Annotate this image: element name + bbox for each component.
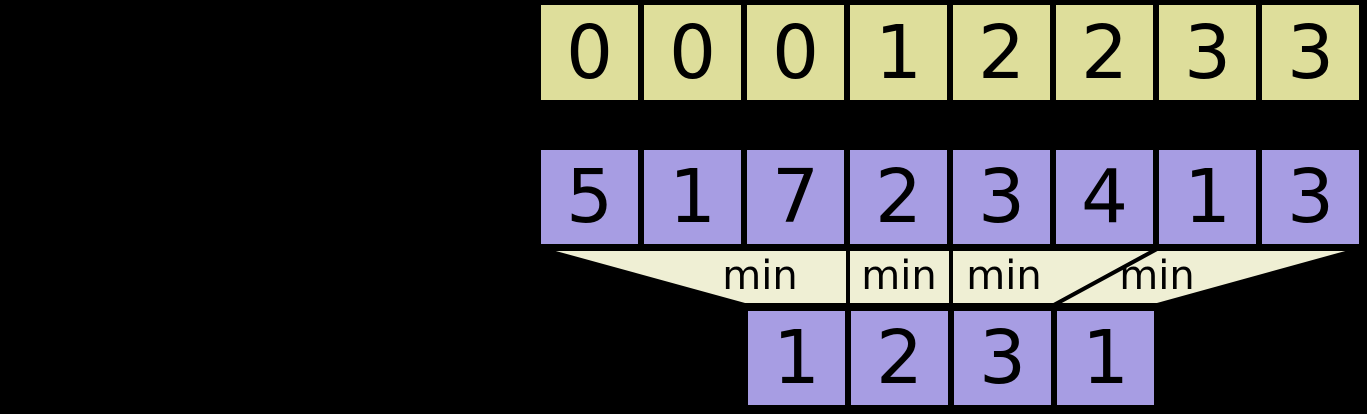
index-cell: 2: [1053, 2, 1156, 103]
index-cell: 3: [1156, 2, 1259, 103]
min-funnel-shape: [540, 247, 850, 307]
min-funnel-label: min: [1119, 253, 1194, 299]
min-funnel-label: min: [861, 253, 936, 299]
value-cell: 5: [538, 147, 641, 247]
min-funnel-band: min min min min: [0, 245, 1367, 309]
result-cell: 1: [745, 308, 848, 408]
min-funnel-label: min: [966, 253, 1041, 299]
result-row: 1 2 3 1: [745, 308, 1157, 408]
result-cell: 1: [1054, 308, 1157, 408]
index-cell: 0: [744, 2, 847, 103]
result-cell: 2: [848, 308, 951, 408]
min-funnel-label: min: [722, 253, 797, 299]
index-cell: 0: [641, 2, 744, 103]
value-cell: 3: [1259, 147, 1362, 247]
value-cell: 7: [744, 147, 847, 247]
value-cell: 2: [847, 147, 950, 247]
value-cell: 1: [641, 147, 744, 247]
index-row: 0 0 0 1 2 2 3 3: [538, 2, 1362, 103]
min-funnel-shape: [1053, 247, 1361, 307]
index-cell: 2: [950, 2, 1053, 103]
index-cell: 1: [847, 2, 950, 103]
index-cell: 0: [538, 2, 641, 103]
value-cell: 3: [950, 147, 1053, 247]
value-cell: 4: [1053, 147, 1156, 247]
index-cell: 3: [1259, 2, 1362, 103]
value-cell: 1: [1156, 147, 1259, 247]
value-row: 5 1 7 2 3 4 1 3: [538, 147, 1362, 247]
result-cell: 3: [951, 308, 1054, 408]
